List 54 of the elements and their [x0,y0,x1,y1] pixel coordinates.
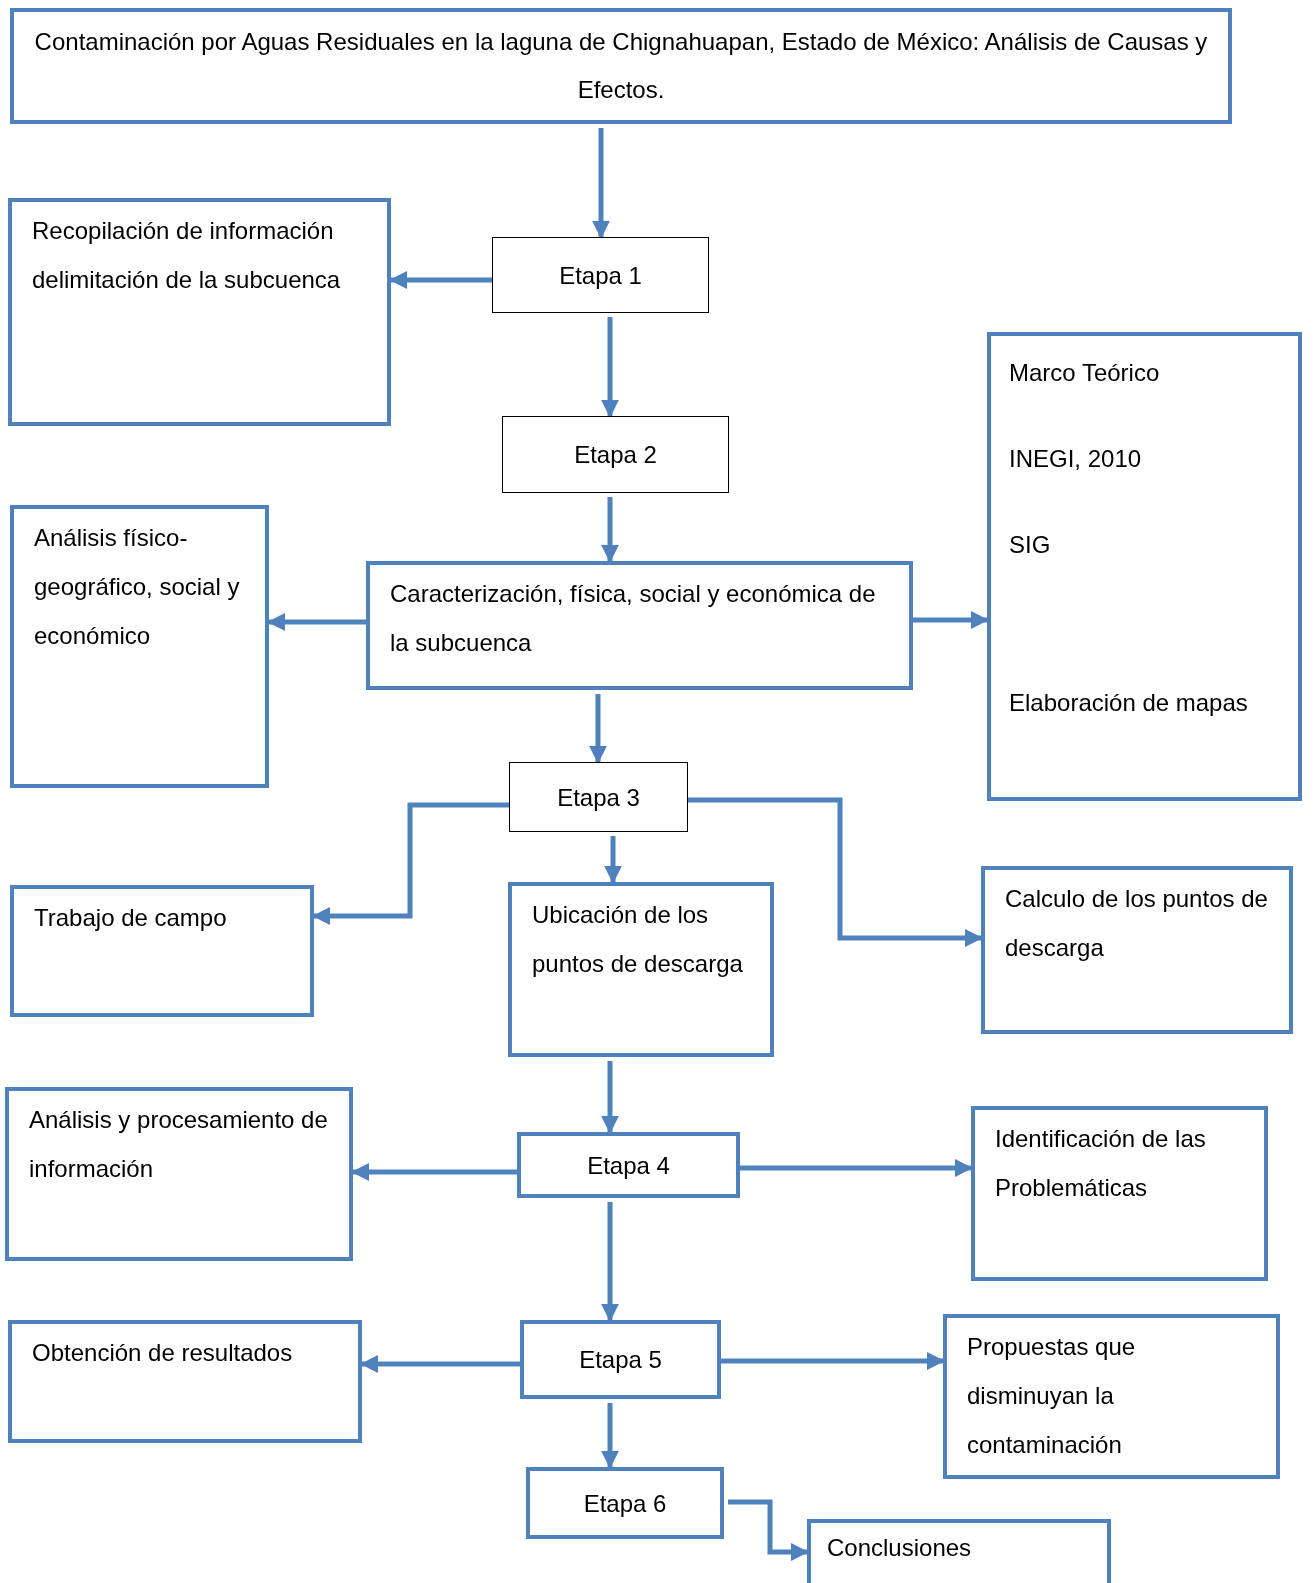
arrow [601,317,619,418]
arrow [604,836,622,884]
process-box [366,561,913,690]
box-text: Propuestas que disminuyan la contaminación [967,1332,1137,1460]
box-text: Elaboración de mapas [1009,688,1249,718]
process-box [8,1320,362,1443]
box-text: Obtención de resultados [32,1338,294,1368]
box-text: Etapa 1 [559,260,642,291]
box-text: Etapa 4 [587,1150,670,1181]
process-box [807,1519,1111,1583]
box-text: Análisis físico-geográfico, social y económico [34,523,241,651]
arrow [592,128,610,239]
box-text: Identificación de las Problemáticas [995,1124,1207,1203]
process-box [8,198,391,426]
stage-box [492,237,709,313]
process-box [10,885,314,1017]
box-text: Marco Teórico [1009,358,1161,388]
process-box [943,1314,1280,1479]
process-box [5,1087,353,1261]
arrow [721,1352,945,1370]
arrow [728,1499,809,1561]
process-box [520,1320,721,1399]
box-text: Contaminación por Aguas Residuales en la laguna de Chignahuapan, Estado de México: Análisis de Causas y Efectos. [33,27,1209,105]
box-text: Etapa 6 [583,1488,667,1519]
box-text: Caracterización, física, social y económica de la subcuenca [390,579,877,658]
box-text: Etapa 3 [557,782,640,813]
arrow [740,1159,973,1177]
arrow [913,611,989,629]
box-text: Etapa 5 [579,1345,662,1375]
box-text: SIG [1009,530,1052,560]
box-text: Conclusiones [827,1533,973,1563]
process-box [10,8,1232,124]
arrow [601,1403,619,1469]
process-box [981,866,1293,1034]
arrow [601,1202,619,1322]
box-text: Etapa 2 [574,440,657,470]
box-text: INEGI, 2010 [1009,444,1143,474]
process-box [987,332,1302,801]
arrow [589,694,607,764]
box-text: Trabajo de campo [34,903,228,933]
box-text: Recopilación de información delimitación de la subcuenca [32,216,342,295]
arrow [601,1061,619,1134]
box-text: Análisis y procesamiento de información [29,1105,329,1184]
stage-box [509,762,688,832]
process-box [517,1132,740,1198]
process-box [526,1467,724,1539]
process-box [10,505,269,788]
process-box [971,1106,1268,1281]
box-text: Ubicación de los puntos de descarga [532,900,744,979]
arrow [688,797,983,947]
arrow [601,497,619,563]
process-box [508,882,774,1057]
box-text: Calculo de los puntos de descarga [1005,884,1269,963]
stage-box [502,416,729,493]
